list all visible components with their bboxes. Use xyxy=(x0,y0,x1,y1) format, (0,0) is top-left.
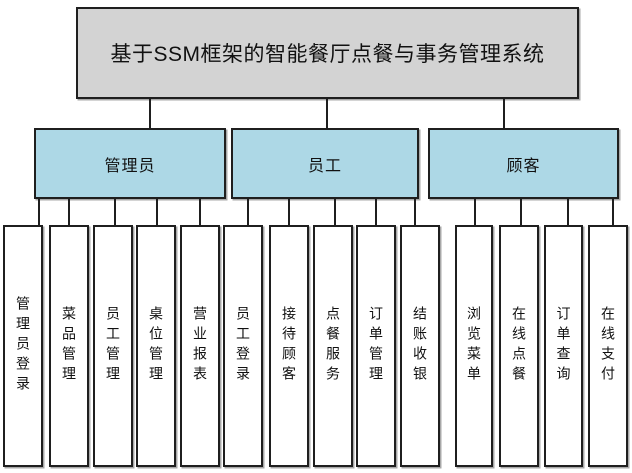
connector-root-to-customer xyxy=(503,99,505,128)
group-node-customer: 顾客 xyxy=(428,128,619,199)
leaf-label-staff-login: 员工登录 xyxy=(235,306,251,386)
connector-root-to-staff xyxy=(326,99,328,128)
group-node-staff: 员工 xyxy=(231,128,419,199)
connector-staff-leaf-3 xyxy=(334,199,336,225)
leaf-node-ordering-service: 点餐服务 xyxy=(313,225,353,467)
leaf-label-staff-management: 员工管理 xyxy=(105,306,121,386)
leaf-node-table-management: 桌位管理 xyxy=(136,225,176,467)
connector-staff-leaf-2 xyxy=(288,199,290,225)
leaf-label-online-payment: 在线支付 xyxy=(600,306,616,386)
leaf-node-order-management: 订单管理 xyxy=(356,225,396,467)
leaf-label-dish-management: 菜品管理 xyxy=(61,306,77,386)
connector-customer-leaf-1 xyxy=(474,199,476,225)
connector-customer-leaf-3 xyxy=(567,199,569,225)
leaf-label-online-ordering: 在线点餐 xyxy=(511,306,527,386)
group-label-staff: 员工 xyxy=(307,157,342,175)
connector-admin-leaf-1 xyxy=(38,199,40,225)
connector-staff-leaf-1 xyxy=(247,199,249,225)
connector-admin-leaf-3 xyxy=(114,199,116,225)
leaf-node-dish-management: 菜品管理 xyxy=(49,225,89,467)
leaf-node-business-report: 营业报表 xyxy=(180,225,220,467)
leaf-label-table-management: 桌位管理 xyxy=(148,306,164,386)
connector-admin-leaf-2 xyxy=(68,199,70,225)
leaf-label-ordering-service: 点餐服务 xyxy=(325,306,341,386)
connector-customer-leaf-2 xyxy=(520,199,522,225)
leaf-node-online-ordering: 在线点餐 xyxy=(499,225,539,467)
leaf-label-order-management: 订单管理 xyxy=(368,306,384,386)
leaf-node-reception: 接待顾客 xyxy=(269,225,309,467)
leaf-label-admin-login: 管理员登录 xyxy=(15,296,31,396)
connector-root-to-admin xyxy=(149,99,151,128)
leaf-label-browse-menu: 浏览菜单 xyxy=(466,306,482,386)
leaf-node-staff-management: 员工管理 xyxy=(93,225,133,467)
leaf-node-order-inquiry: 订单查询 xyxy=(544,225,583,467)
system-title-label: 基于SSM框架的智能餐厅点餐与事务管理系统 xyxy=(110,43,545,66)
connector-customer-leaf-4 xyxy=(612,199,614,225)
group-label-customer: 顾客 xyxy=(506,157,541,175)
group-node-admin: 管理员 xyxy=(34,128,226,199)
leaf-node-staff-login: 员工登录 xyxy=(223,225,263,467)
leaf-node-checkout-cashier: 结账收银 xyxy=(400,225,440,467)
leaf-node-admin-login: 管理员登录 xyxy=(3,225,43,467)
leaf-label-business-report: 营业报表 xyxy=(192,306,208,386)
leaf-label-checkout-cashier: 结账收银 xyxy=(412,306,428,386)
connector-admin-leaf-5 xyxy=(199,199,201,225)
connector-staff-leaf-5 xyxy=(414,199,416,225)
group-label-admin: 管理员 xyxy=(104,157,156,175)
connector-staff-leaf-4 xyxy=(375,199,377,225)
leaf-node-online-payment: 在线支付 xyxy=(588,225,628,467)
leaf-node-browse-menu: 浏览菜单 xyxy=(455,225,493,467)
leaf-label-reception: 接待顾客 xyxy=(281,306,297,386)
leaf-label-order-inquiry: 订单查询 xyxy=(555,306,572,386)
connector-admin-leaf-4 xyxy=(156,199,158,225)
root-node-system-title: 基于SSM框架的智能餐厅点餐与事务管理系统 xyxy=(76,7,579,99)
